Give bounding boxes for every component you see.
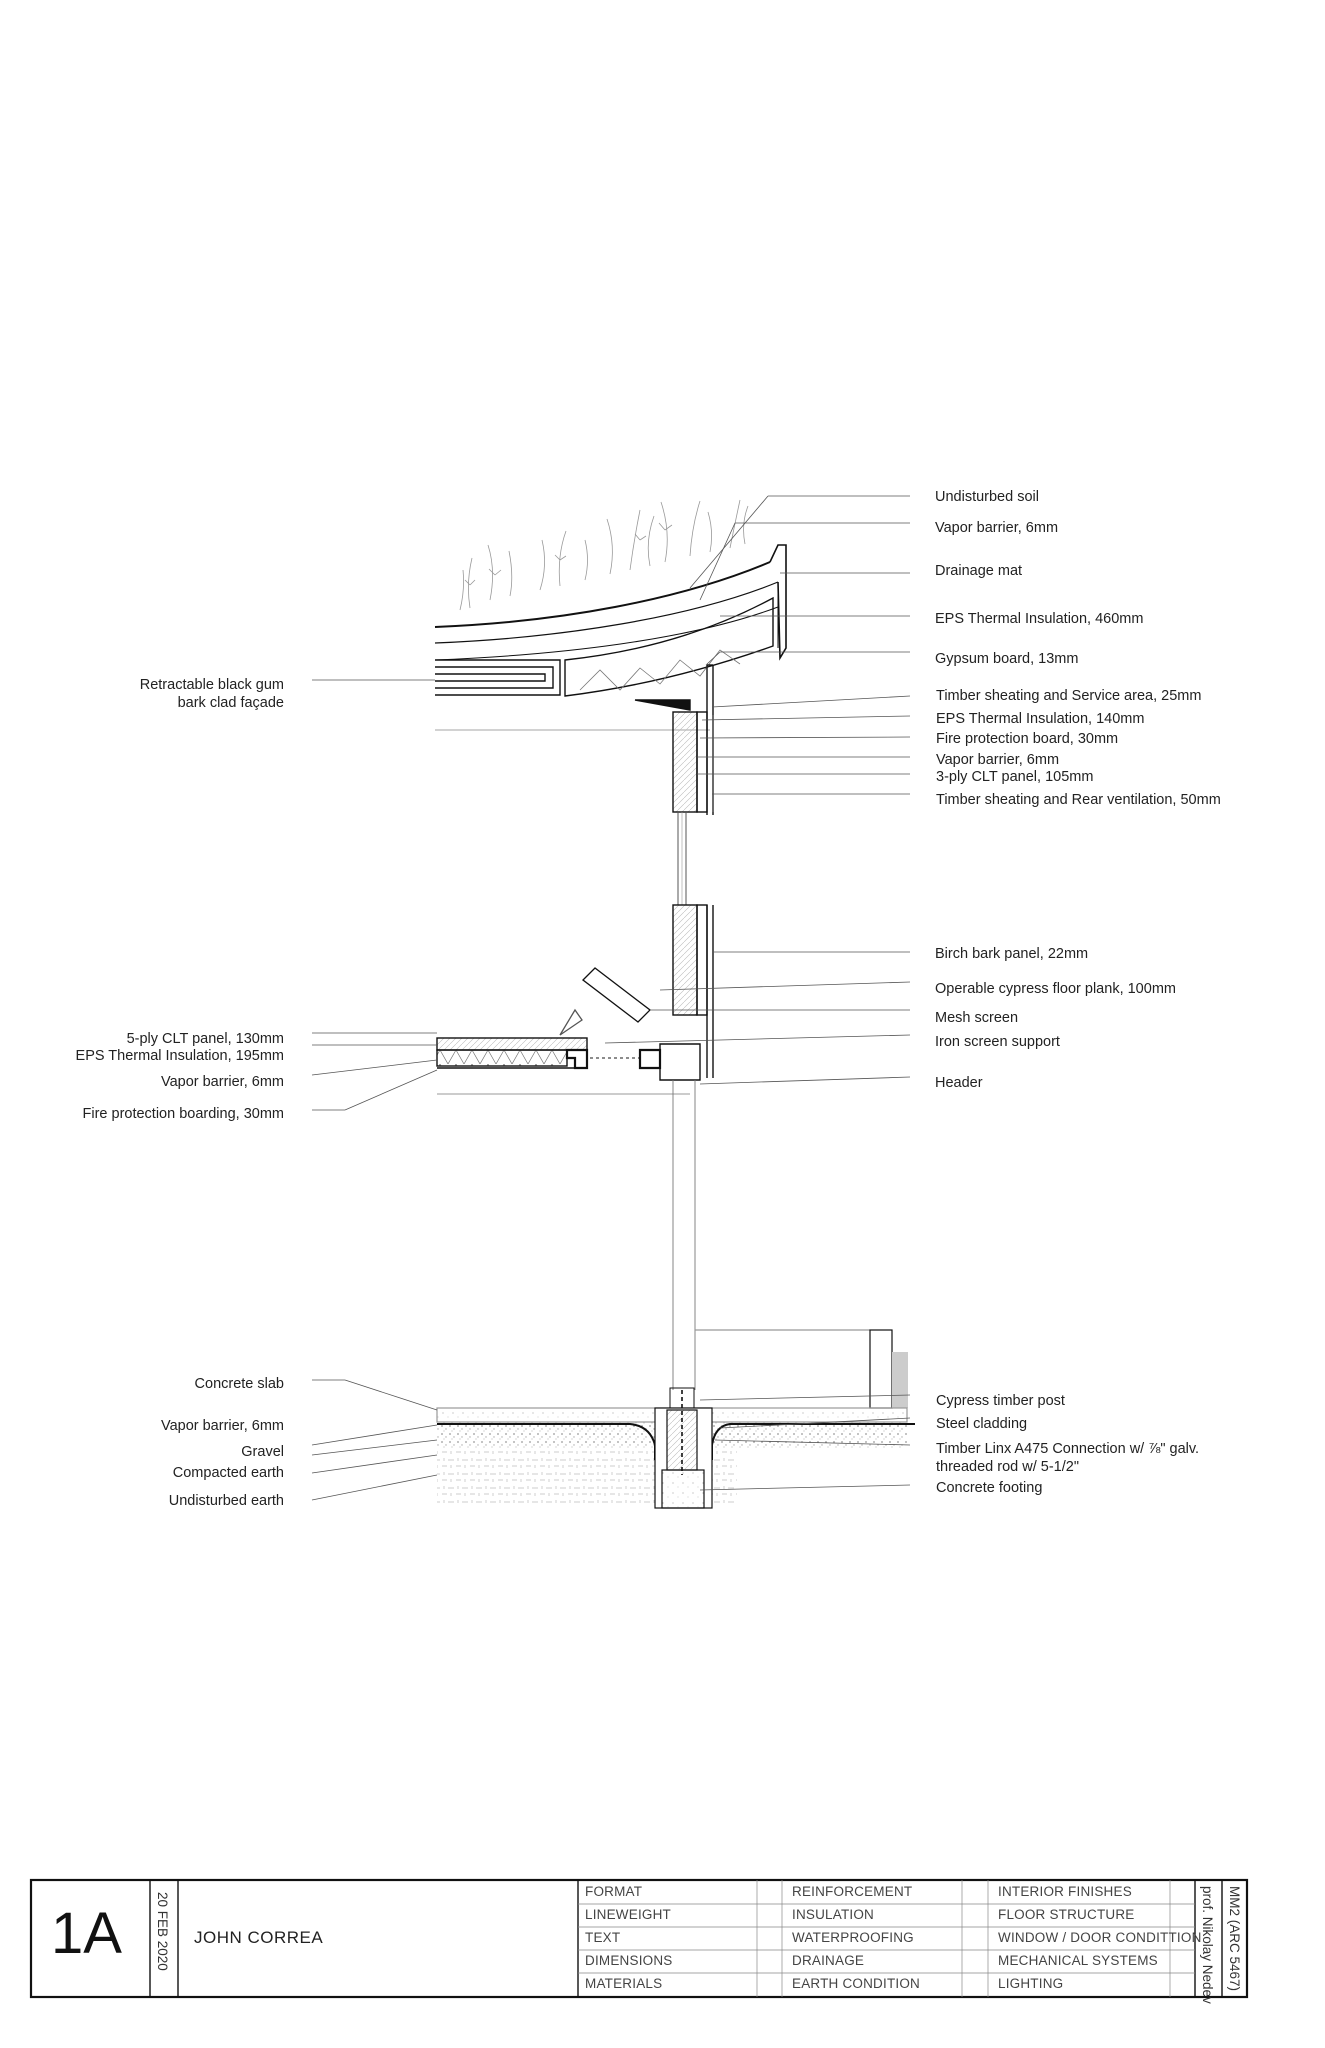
tb-dimensions: DIMENSIONS (585, 1953, 673, 1968)
label-timber-sheating-rear: Timber sheating and Rear ventilation, 50… (936, 792, 1221, 808)
label-gypsum-board: Gypsum board, 13mm (935, 651, 1079, 667)
tb-earth-condition: EARTH CONDITION (792, 1976, 921, 1991)
floor-slab (436, 1037, 701, 1095)
retractable-facade (435, 659, 710, 731)
label-birch-bark: Birch bark panel, 22mm (935, 946, 1089, 962)
green-roof (434, 544, 787, 661)
tb-waterproofing: WATERPROOFING (792, 1930, 914, 1945)
roof-vegetation (459, 499, 749, 611)
operable-plank (559, 967, 651, 1036)
label-steel-cladding: Steel cladding (936, 1416, 1028, 1432)
sill (695, 1329, 908, 1409)
label-vapor-barrier-slab: Vapor barrier, 6mm (160, 1418, 284, 1434)
author-name: JOHN CORREA (194, 1928, 324, 1947)
label-undisturbed-soil: Undisturbed soil (935, 489, 1039, 505)
label-3ply-clt: 3-ply CLT panel, 105mm (936, 769, 1094, 785)
upper-wall (672, 664, 714, 815)
label-timber-sheating-service: Timber sheating and Service area, 25mm (936, 688, 1202, 704)
tb-format: FORMAT (585, 1884, 643, 1899)
label-concrete-slab: Concrete slab (194, 1376, 284, 1392)
leader-lines (311, 495, 911, 1501)
label-timber-linx: Timber Linx A475 Connection w/ ⅞" galv. (936, 1441, 1200, 1457)
label-threaded-rod: threaded rod w/ 5-1/2" (936, 1459, 1079, 1475)
tb-window-door: WINDOW / DOOR CONDITTION (998, 1930, 1202, 1945)
label-operable-plank: Operable cypress floor plank, 100mm (935, 981, 1176, 997)
tb-insulation: INSULATION (792, 1907, 875, 1922)
label-retractable-facade-2: bark clad façade (177, 695, 284, 711)
label-eps-460: EPS Thermal Insulation, 460mm (935, 611, 1144, 627)
tb-mechanical-systems: MECHANICAL SYSTEMS (998, 1953, 1158, 1968)
label-concrete-footing: Concrete footing (936, 1480, 1043, 1496)
label-gravel: Gravel (241, 1444, 284, 1460)
mid-wall (672, 904, 714, 1078)
label-vapor-barrier-wall: Vapor barrier, 6mm (936, 752, 1060, 768)
label-header: Header (935, 1075, 983, 1091)
professor-name: prof. Nikolay Nedev (1200, 1886, 1215, 2004)
label-eps-195: EPS Thermal Insulation, 195mm (75, 1048, 284, 1064)
sheet-date: 20 FEB 2020 (155, 1892, 170, 1971)
label-fire-protection-boarding: Fire protection boarding, 30mm (82, 1106, 285, 1122)
label-compacted-earth: Compacted earth (172, 1465, 284, 1481)
tb-reinforcement: REINFORCEMENT (792, 1884, 913, 1899)
tb-lighting: LIGHTING (998, 1976, 1064, 1991)
label-drainage-mat: Drainage mat (935, 563, 1023, 579)
label-eps-140: EPS Thermal Insulation, 140mm (936, 711, 1145, 727)
tb-floor-structure: FLOOR STRUCTURE (998, 1907, 1135, 1922)
tb-text: TEXT (585, 1930, 621, 1945)
label-mesh-screen: Mesh screen (935, 1010, 1019, 1026)
label-cypress-post: Cypress timber post (936, 1393, 1065, 1409)
label-fire-protection-board: Fire protection board, 30mm (936, 731, 1119, 747)
label-iron-screen-support: Iron screen support (935, 1034, 1060, 1050)
foundation (436, 1387, 915, 1509)
label-5ply-clt: 5-ply CLT panel, 130mm (126, 1031, 284, 1047)
label-vapor-barrier-roof: Vapor barrier, 6mm (935, 520, 1059, 536)
course-code: MM2 (ARC 5467) (1227, 1886, 1242, 1992)
title-block-frame (29, 1878, 1249, 1999)
tb-lineweight: LINEWEIGHT (585, 1907, 672, 1922)
label-retractable-facade-1: Retractable black gum (139, 677, 284, 693)
glazing (677, 812, 687, 905)
tb-drainage: DRAINAGE (792, 1953, 865, 1968)
label-vapor-barrier-floor: Vapor barrier, 6mm (160, 1074, 284, 1090)
post-lines (672, 1080, 696, 1390)
tb-interior-finishes: INTERIOR FINISHES (998, 1884, 1132, 1899)
label-undisturbed-earth: Undisturbed earth (168, 1493, 284, 1509)
tb-materials: MATERIALS (585, 1976, 663, 1991)
sheet-number: 1A (51, 1901, 122, 1966)
